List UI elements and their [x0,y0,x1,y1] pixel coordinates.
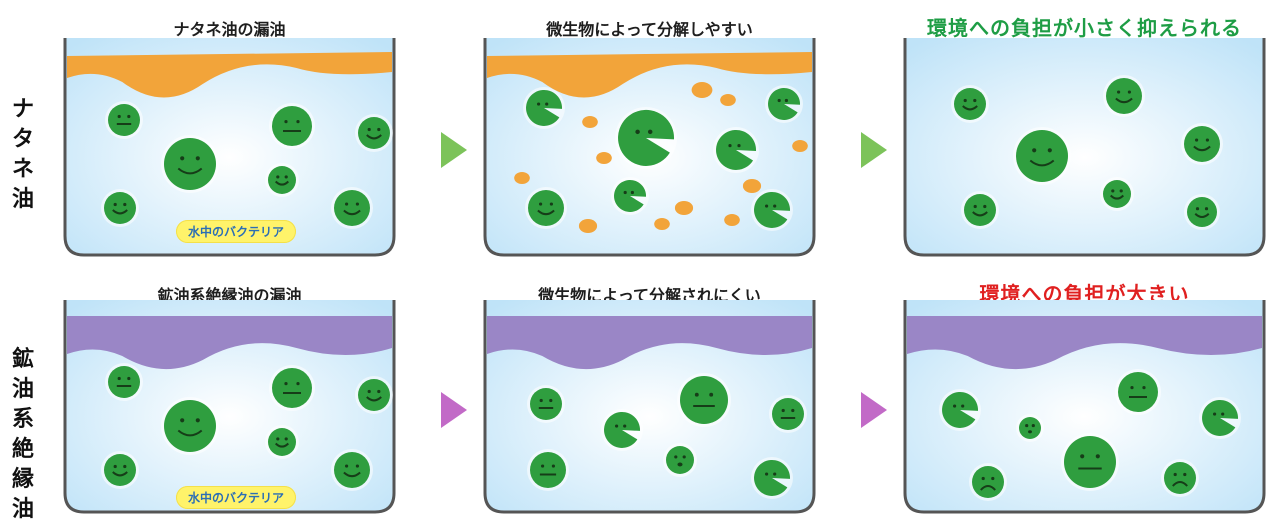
oil-droplet-icon [582,116,598,128]
tank-rapeseed-degrade [482,38,817,258]
smiley-bacteria-icon [1161,459,1199,497]
eating-bacteria-icon [751,189,793,231]
smiley-bacteria-icon [677,373,731,427]
bacteria-badge: 水中のバクテリア [176,486,297,509]
arrow-right-icon [441,132,467,168]
smiley-bacteria-icon [101,189,139,227]
smiley-bacteria-icon [951,85,989,123]
smiley-bacteria-icon [527,385,565,423]
eating-bacteria-icon [601,409,643,451]
eating-bacteria-icon [523,87,565,129]
smiley-bacteria-icon [1100,177,1134,211]
smiley-bacteria-icon [269,103,315,149]
smiley-bacteria-icon [265,163,299,197]
smiley-bacteria-icon [105,363,143,401]
oil-droplet-icon [596,152,612,164]
arrow-right-icon [861,132,887,168]
smiley-bacteria-icon [769,395,807,433]
title-rapeseed-result: 環境への負担が小さく抑えられる [927,16,1242,40]
oil-droplet-icon [792,140,808,152]
eating-bacteria-icon [615,107,677,169]
smiley-bacteria-icon [265,425,299,459]
oil-droplet-icon [674,201,694,215]
title-rapeseed-leak: ナタネ油の漏油 [173,20,286,39]
smiley-bacteria-icon [1016,414,1044,442]
oil-droplet-icon [691,82,713,98]
tank-rapeseed-leak [62,38,397,258]
tank-mineral-result [902,300,1266,520]
eating-bacteria-icon [751,457,793,499]
eating-bacteria-icon [939,389,981,431]
oil-droplet-icon [578,219,598,233]
smiley-bacteria-icon [663,443,697,477]
smiley-bacteria-icon [269,365,315,411]
smiley-bacteria-icon [1061,433,1119,491]
smiley-bacteria-icon [105,101,143,139]
oil-droplet-icon [514,172,530,184]
smiley-bacteria-icon [331,449,373,491]
title-rapeseed-degrade: 微生物によって分解しやすい [546,20,753,39]
smiley-bacteria-icon [355,376,393,414]
smiley-bacteria-icon [101,451,139,489]
smiley-bacteria-icon [969,463,1007,501]
smiley-bacteria-icon [1184,194,1220,230]
eating-bacteria-icon [1199,397,1241,439]
smiley-bacteria-icon [1103,75,1145,117]
smiley-bacteria-icon [961,191,999,229]
arrow-right-icon [441,392,467,428]
bacteria-badge: 水中のバクテリア [176,220,297,243]
tank-rapeseed-result [902,38,1266,258]
oil-droplet-icon [720,94,736,106]
tank-mineral-leak [62,300,397,520]
smiley-bacteria-icon [527,449,569,491]
smiley-bacteria-icon [355,114,393,152]
tank-mineral-degrade [482,300,817,520]
smiley-bacteria-icon [1013,127,1071,185]
oil-droplet-icon [654,218,670,230]
row-label-mineral: 鉱油系絶縁油 [11,347,34,522]
smiley-bacteria-icon [1181,123,1223,165]
oil-droplet-icon [724,214,740,226]
eating-bacteria-icon [713,127,759,173]
oil-droplet-icon [742,179,762,193]
eating-bacteria-icon [611,177,649,215]
smiley-bacteria-icon [161,397,219,455]
smiley-bacteria-icon [331,187,373,229]
row-label-rapeseed: ナタネ油 [11,97,34,212]
arrow-right-icon [861,392,887,428]
smiley-bacteria-icon [161,135,219,193]
smiley-bacteria-icon [1115,369,1161,415]
smiley-bacteria-icon [525,187,567,229]
eating-bacteria-icon [765,85,803,123]
